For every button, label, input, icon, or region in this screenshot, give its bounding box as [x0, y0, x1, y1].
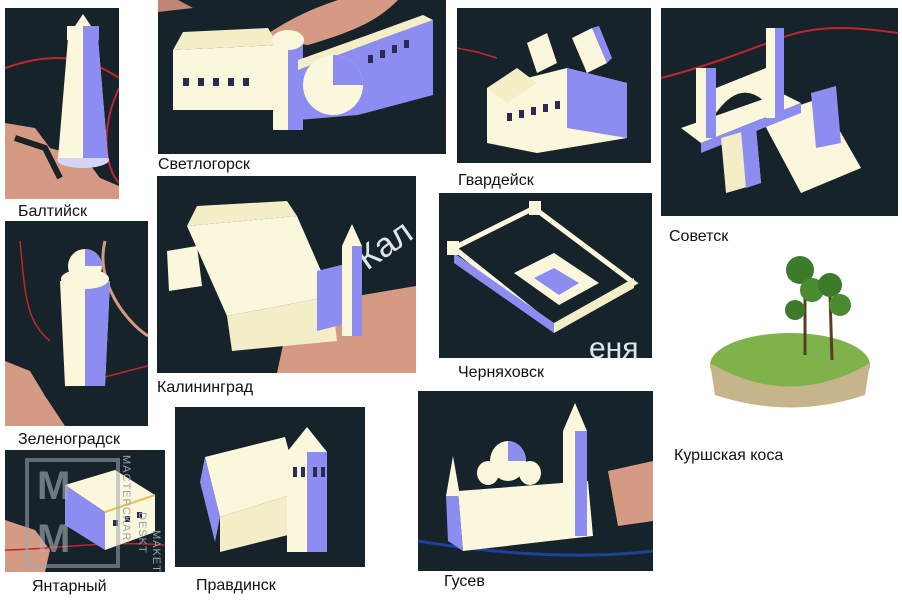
panel-baltiysk	[5, 8, 119, 199]
watermark-letter-top: M	[37, 464, 71, 508]
gvardeysk-building	[457, 26, 627, 153]
kaliningrad-cathedral: Кал	[167, 201, 416, 373]
label-yantarny: Янтарный	[32, 578, 107, 595]
chernyakhovsk-castle: еня	[447, 201, 639, 358]
label-gvardeysk: Гвардейск	[458, 172, 534, 189]
label-baltiysk: Балтийск	[18, 203, 87, 220]
label-svetlogorsk: Светлогорск	[158, 156, 250, 173]
watermark-logo: M M	[25, 458, 120, 568]
pravdinsk-church	[200, 427, 327, 552]
watermark-letter-bottom: M	[37, 517, 71, 561]
zelenogradsk-tower	[5, 240, 148, 426]
label-sovetsk: Советск	[669, 228, 729, 245]
map-text-chernyakhovsk: еня	[589, 332, 639, 358]
watermark-side-text-3: MAKET	[150, 530, 162, 573]
panel-sovetsk	[661, 8, 898, 216]
lighthouse-illustration	[5, 14, 119, 199]
label-gusev: Гусев	[444, 573, 485, 590]
gusev-church	[418, 403, 653, 557]
watermark-side-text-2: DESKT	[136, 512, 148, 554]
panel-gusev	[418, 391, 653, 571]
sovetsk-building	[661, 27, 898, 193]
label-pravdinsk: Правдинск	[196, 577, 276, 594]
panel-pravdinsk	[175, 407, 365, 567]
kurshskaya-illustration	[700, 245, 875, 415]
panel-kaliningrad: Кал	[157, 176, 416, 373]
label-kurshskaya: Куршская коса	[674, 447, 784, 464]
label-chernyakhovsk: Черняховск	[458, 364, 544, 381]
panel-gvardeysk	[457, 8, 651, 163]
label-zelenogradsk: Зеленоградск	[18, 431, 120, 448]
panel-yantarny: M M	[5, 450, 165, 572]
panel-chernyakhovsk: еня	[439, 193, 652, 358]
svetlogorsk-building	[158, 0, 433, 130]
label-kaliningrad: Калининград	[157, 379, 254, 396]
panel-zelenogradsk	[5, 221, 148, 426]
panel-svetlogorsk	[158, 0, 446, 154]
watermark-side-text-1: MACTEPCKAR	[120, 455, 132, 542]
